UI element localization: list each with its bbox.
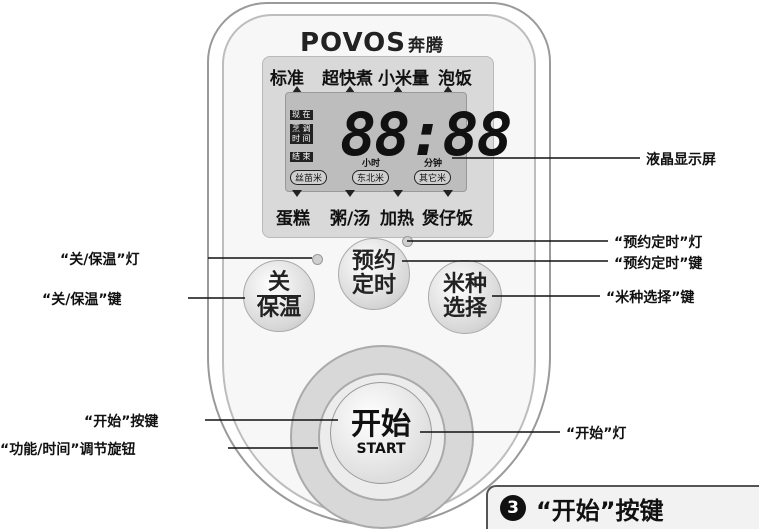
callout-start-light: “开始”灯	[566, 426, 627, 442]
arrow-down-icon	[345, 190, 355, 197]
section-title: “开始”按键	[536, 496, 664, 525]
menu-small-rice: 小米量	[378, 69, 429, 89]
callout-lcd-screen: 液晶显示屏	[646, 152, 716, 168]
menu-rice-soup: 泡饭	[438, 69, 472, 89]
timer-label-top: 预约	[351, 249, 396, 274]
rice-type-other: 其它米	[414, 170, 452, 185]
arrow-up-icon	[292, 86, 302, 93]
rice-select-button[interactable]: 米种 选择	[428, 260, 502, 334]
section-header: 3 “开始”按键	[486, 485, 759, 529]
callout-off-key: “关/保温”键	[42, 292, 122, 308]
callout-start-key: “开始”按键	[84, 414, 159, 430]
menu-reheat: 加热	[380, 209, 414, 229]
unit-minute: 分钟	[424, 159, 443, 169]
arrow-down-icon	[443, 190, 453, 197]
timer-button[interactable]: 预约 定时	[338, 238, 410, 310]
tag-now: 现 在	[290, 110, 313, 120]
callout-knob: “功能/时间”调节旋钮	[0, 442, 136, 458]
arrow-down-icon	[393, 190, 403, 197]
off-warm-button[interactable]: 关 保温	[243, 260, 315, 332]
timer-label-bottom: 定时	[351, 273, 396, 298]
arrow-down-icon	[292, 190, 302, 197]
warm-label: 保温	[256, 295, 301, 321]
callout-timer-light: “预约定时”灯	[614, 235, 703, 251]
callout-rice-key: “米种选择”键	[606, 290, 695, 306]
tag-end: 结 束	[290, 152, 313, 162]
tag-cook: 烹 调	[290, 124, 313, 134]
start-label-cn: 开始	[351, 407, 411, 442]
unit-hour: 小时	[362, 159, 381, 169]
callout-timer-key: “预约定时”键	[614, 256, 703, 272]
off-warm-light	[312, 254, 323, 265]
start-label-en: START	[356, 441, 406, 457]
menu-claypot: 煲仔饭	[422, 209, 473, 229]
menu-standard: 标准	[270, 69, 304, 89]
off-label: 关	[267, 270, 290, 295]
arrow-up-icon	[393, 86, 403, 93]
menu-quick-cook: 超快煮	[322, 69, 373, 89]
arrow-up-icon	[345, 86, 355, 93]
menu-cake: 蛋糕	[276, 209, 310, 229]
arrow-up-icon	[443, 86, 453, 93]
start-button[interactable]: 开始 START	[330, 382, 432, 484]
menu-porridge: 粥/汤	[330, 209, 371, 229]
rice-type-northeast: 东北米	[352, 170, 390, 185]
rice-label-top: 米种	[442, 272, 487, 297]
tag-time: 时 间	[290, 134, 313, 144]
callout-off-light: “关/保温”灯	[60, 252, 140, 268]
rice-label-bottom: 选择	[442, 296, 487, 321]
section-number-badge: 3	[500, 495, 526, 521]
rice-type-silk: 丝苗米	[290, 170, 328, 185]
